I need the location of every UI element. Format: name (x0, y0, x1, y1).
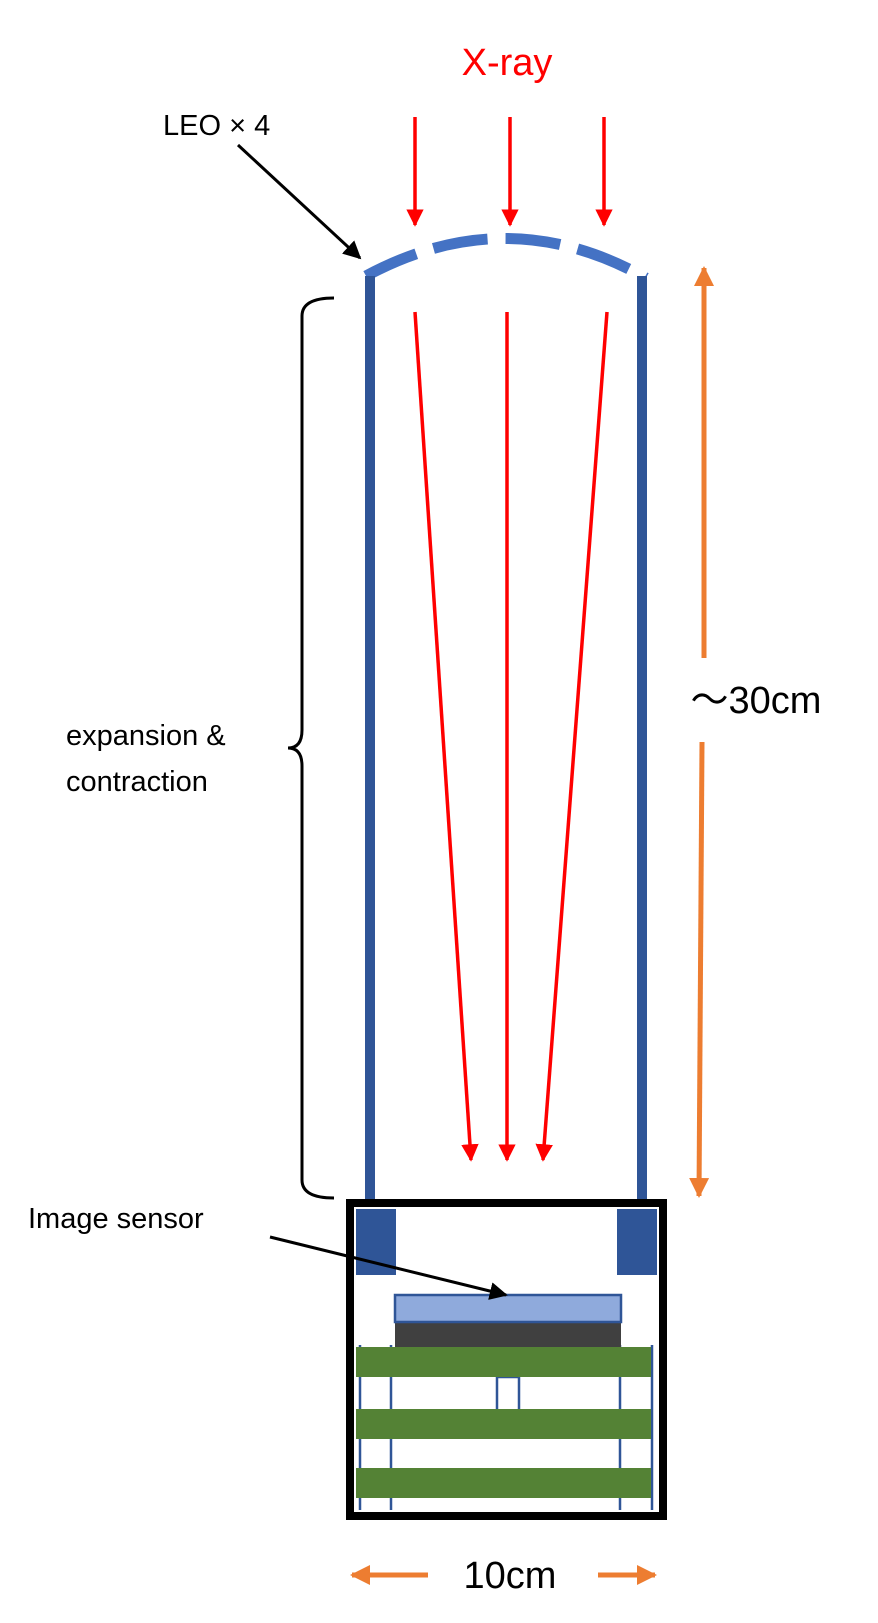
circuit-board-1 (356, 1347, 651, 1377)
circuit-board-3 (356, 1468, 651, 1498)
housing-bracket-right (617, 1209, 657, 1275)
xray-label: X-ray (462, 42, 553, 84)
length-label: ～30cm (691, 680, 822, 722)
expansion-label-line1: expansion & (66, 720, 226, 752)
focused-xray-arrow-right (535, 311, 609, 1162)
leo-label: LEO × 4 (163, 110, 270, 142)
image-sensor-label: Image sensor (28, 1203, 204, 1235)
expansion-brace (287, 296, 335, 1200)
image-sensor-pointer-arrow (269, 1235, 508, 1300)
image-sensor (393, 1293, 623, 1324)
width-label: 10cm (464, 1555, 557, 1597)
expansion-label-line2: contraction (66, 766, 208, 798)
circuit-board-2 (356, 1409, 651, 1439)
length-dimension-arrow-down (689, 741, 710, 1198)
focused-xray-arrow-left (413, 311, 479, 1162)
leo-optics-arc (363, 233, 649, 283)
leo-pointer-arrow (236, 143, 362, 260)
sensor-base (395, 1320, 621, 1347)
